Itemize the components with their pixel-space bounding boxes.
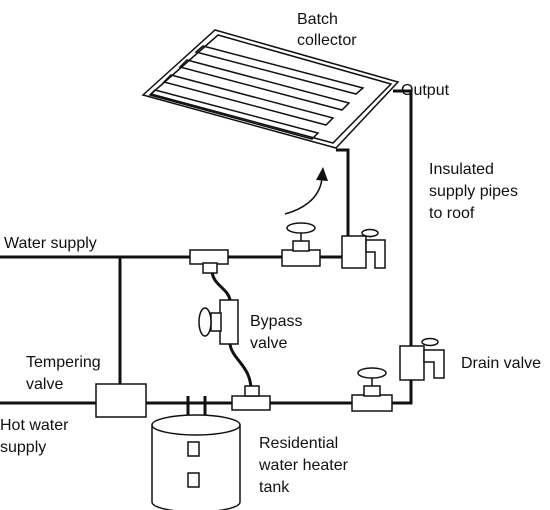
label-bypass-1: Bypass (250, 313, 302, 330)
label-heater-1: Residential (259, 435, 338, 452)
label-insulated-3: to roof (429, 205, 475, 222)
supply-gate-valve (281, 222, 321, 267)
bypass-lower-pipe (228, 343, 253, 393)
bypass-upper-pipe (210, 269, 232, 301)
label-insulated-2: supply pipes (429, 183, 518, 200)
drain-valve (399, 337, 445, 381)
return-gate-valve (351, 367, 393, 412)
water-heater-tank (151, 414, 241, 510)
bypass-valve (198, 299, 239, 345)
label-heater-2: water heater (258, 457, 349, 474)
label-insulated-1: Insulated (429, 161, 494, 178)
collector-inner-frame (149, 34, 393, 144)
tank-access-panel-upper (187, 441, 200, 457)
label-batch-collector-2: collector (297, 32, 357, 49)
label-tempering-2: valve (26, 376, 63, 393)
label-tempering-1: Tempering (26, 354, 101, 371)
label-hot-water-2: supply (0, 439, 46, 456)
labels: Batch collector Output Insulated supply … (0, 11, 541, 496)
label-output: Output (401, 82, 450, 99)
label-bypass-2: valve (250, 335, 287, 352)
collector-frame (141, 29, 400, 149)
batch-collector (141, 29, 400, 149)
label-drain-valve: Drain valve (461, 355, 541, 372)
insulated-supply-pipe (393, 89, 413, 350)
collector-spigot-valve (341, 228, 386, 269)
label-batch-collector-1: Batch (297, 11, 338, 28)
label-hot-water-1: Hot water (0, 417, 69, 434)
top-tee-fitting (189, 249, 229, 274)
pipes (0, 89, 413, 418)
tank-access-panel-lower (187, 472, 200, 488)
collector-tubes (148, 45, 365, 140)
tempering-valve (95, 383, 147, 418)
collector-inlet-pipe (336, 148, 350, 248)
bottom-tee-fitting (231, 385, 271, 411)
flow-arrow (284, 167, 328, 215)
label-water-supply: Water supply (4, 235, 97, 252)
label-heater-3: tank (259, 479, 290, 496)
